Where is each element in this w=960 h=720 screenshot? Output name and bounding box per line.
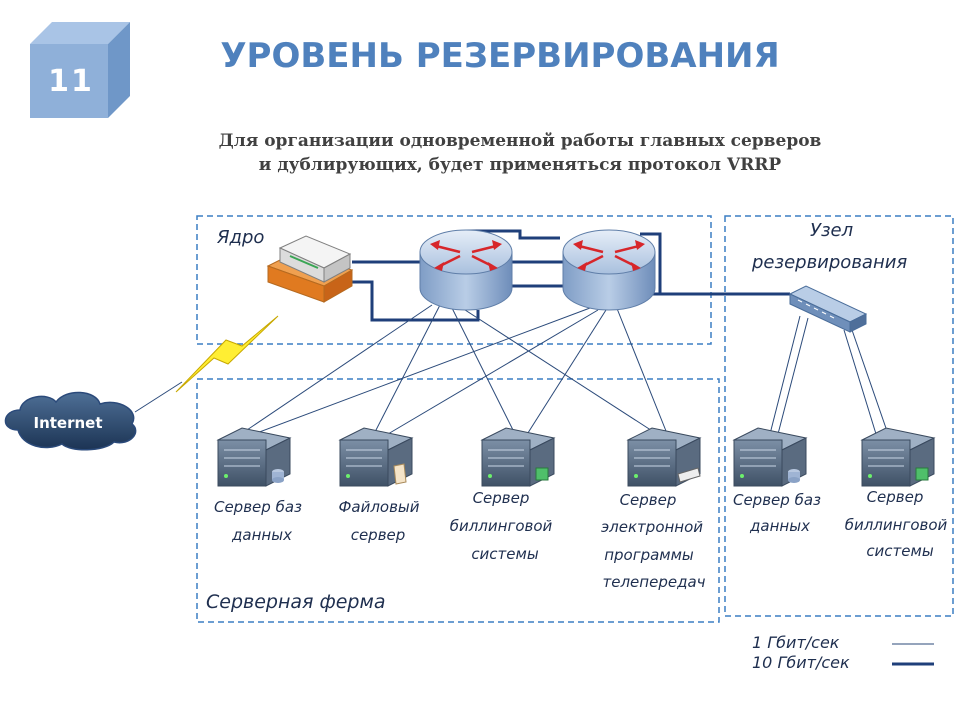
legend-label-10g: 10 Гбит/сек bbox=[752, 653, 850, 672]
server-icon bbox=[216, 427, 292, 487]
server-label: Сервер bbox=[473, 489, 530, 507]
router-2 bbox=[562, 229, 656, 311]
backup-zone-label-2: резервирования bbox=[751, 252, 907, 273]
server-label: биллинговой bbox=[845, 516, 948, 534]
router-1 bbox=[419, 229, 513, 311]
cube-shape bbox=[30, 22, 130, 118]
legend: 1 Гбит/сек 10 Гбит/сек bbox=[752, 633, 934, 672]
thin-links bbox=[134, 304, 889, 437]
server-icon bbox=[860, 427, 936, 487]
lightning-icon bbox=[175, 315, 279, 393]
server-farm-zone bbox=[196, 378, 720, 623]
firewall-device bbox=[266, 235, 354, 303]
server-label: Сервер баз bbox=[214, 498, 302, 516]
internet-cloud-icon: Internet bbox=[4, 391, 137, 451]
slide-number: 11 bbox=[48, 64, 94, 99]
server-label: телепередач bbox=[603, 573, 706, 591]
subtitle-line-1: Для организации одновременной работы гла… bbox=[218, 131, 822, 151]
server-label: системы bbox=[866, 542, 934, 560]
subtitle-line-2: и дублирующих, будет применяться протоко… bbox=[258, 155, 782, 175]
server-labels: Сервер баз данных Файловый сервер Сервер… bbox=[214, 488, 948, 591]
legend-label-1g: 1 Гбит/сек bbox=[752, 633, 840, 652]
backup-zone bbox=[724, 215, 954, 617]
server-label: Сервер bbox=[867, 488, 924, 506]
server-label: сервер bbox=[351, 526, 406, 544]
server-icon bbox=[626, 427, 702, 487]
server-label: Сервер баз bbox=[733, 491, 821, 509]
server-icon bbox=[338, 427, 414, 487]
server-label: данных bbox=[749, 517, 810, 535]
server-label: электронной bbox=[601, 518, 703, 536]
server-label: Файловый bbox=[338, 498, 419, 516]
subtitle: Для организации одновременной работы гла… bbox=[90, 129, 950, 177]
page-title: УРОВЕНЬ РЕЗЕРВИРОВАНИЯ bbox=[220, 36, 780, 76]
server-icon bbox=[480, 427, 556, 487]
server-label: Сервер bbox=[620, 491, 677, 509]
slide-number-cube: 11 bbox=[30, 22, 130, 122]
core-zone-label: Ядро bbox=[216, 227, 264, 248]
server-label: биллинговой bbox=[450, 517, 553, 535]
farm-zone-label: Серверная ферма bbox=[206, 591, 385, 613]
server-label: данных bbox=[231, 526, 292, 544]
server-icon bbox=[732, 427, 808, 487]
backup-switch bbox=[788, 285, 868, 333]
internet-label: Internet bbox=[33, 414, 102, 432]
server-label: системы bbox=[471, 545, 539, 563]
server-label: программы bbox=[604, 546, 694, 564]
core-zone bbox=[196, 215, 712, 345]
backup-zone-label-1: Узел bbox=[810, 220, 853, 241]
